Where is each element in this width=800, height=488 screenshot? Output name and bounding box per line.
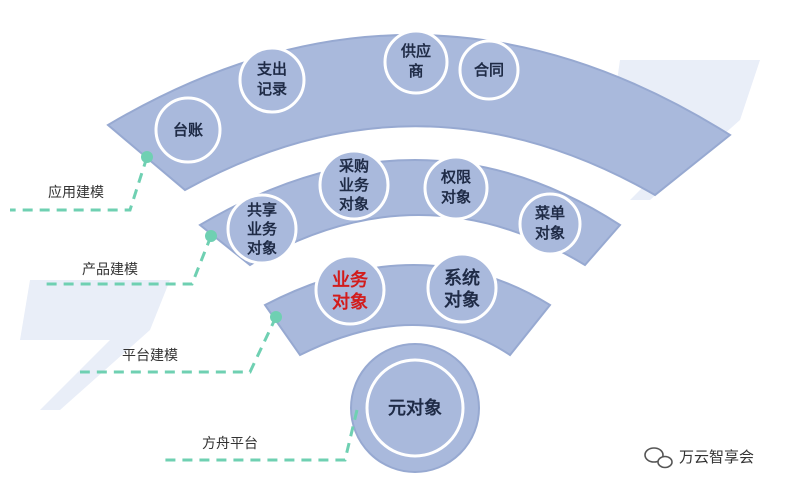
connector-platform-modeling: 平台建模 bbox=[80, 311, 282, 374]
brand-name: 万云智享会 bbox=[679, 448, 754, 466]
node-meta-object-label: 元对象 bbox=[388, 397, 442, 419]
node-contract: 合同 bbox=[458, 39, 520, 101]
watermark bbox=[20, 280, 170, 410]
layer-label: 方舟平台 bbox=[202, 436, 258, 452]
brand: 万云智享会 bbox=[644, 447, 754, 469]
connector-product-modeling: 产品建模 bbox=[40, 230, 217, 286]
node-label: 业务 bbox=[247, 220, 278, 238]
connector-ark-platform: 方舟平台 bbox=[160, 409, 359, 462]
node-menu-object: 菜单 对象 bbox=[518, 192, 582, 256]
layer-label: 应用建模 bbox=[48, 184, 104, 201]
node-label: 业务 bbox=[339, 176, 370, 194]
node-expense-record: 支出 记录 bbox=[238, 46, 306, 114]
node-label: 合同 bbox=[473, 61, 504, 79]
node-label: 对象 bbox=[332, 291, 368, 313]
node-label: 采购 bbox=[338, 157, 369, 175]
node-label: 对象 bbox=[247, 239, 277, 257]
node-label: 对象 bbox=[535, 224, 565, 242]
layer-label: 产品建模 bbox=[82, 262, 138, 278]
node-label: 台账 bbox=[173, 121, 203, 139]
node-shared-business-object: 共享 业务 对象 bbox=[226, 193, 298, 265]
node-label: 对象 bbox=[339, 195, 369, 213]
node-label: 支出 bbox=[256, 60, 287, 78]
base-inner-circle bbox=[365, 358, 465, 458]
node-label: 业务 bbox=[332, 269, 369, 291]
node-label: 权限 bbox=[440, 168, 471, 186]
node-ledger: 台账 bbox=[154, 96, 222, 164]
node-supplier: 供应 商 bbox=[383, 29, 449, 95]
node-label: 供应 bbox=[400, 42, 431, 60]
node-permission-object: 权限 对象 bbox=[423, 155, 489, 221]
node-label: 系统 bbox=[444, 267, 480, 289]
node-label: 记录 bbox=[257, 80, 287, 98]
node-business-object: 业务 对象 bbox=[314, 254, 386, 326]
node-label: 菜单 bbox=[534, 204, 565, 222]
connector-application-modeling: 应用建模 bbox=[10, 151, 153, 212]
node-label: 对象 bbox=[441, 188, 471, 206]
wechat-icon bbox=[644, 447, 673, 469]
node-label: 商 bbox=[408, 62, 423, 80]
node-label: 对象 bbox=[444, 289, 480, 311]
node-label: 共享 bbox=[247, 201, 277, 219]
platform-band bbox=[263, 264, 552, 357]
layer-label: 平台建模 bbox=[122, 348, 178, 364]
node-system-object: 系统 对象 bbox=[426, 252, 498, 324]
node-procurement-business-object: 采购 业务 对象 bbox=[318, 149, 390, 221]
